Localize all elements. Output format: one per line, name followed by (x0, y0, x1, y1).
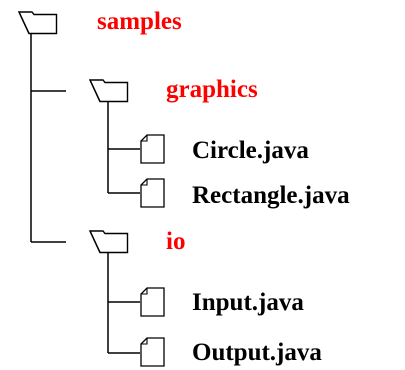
folder-label-io: io (166, 228, 186, 255)
file-label-rectangle: Rectangle.java (192, 182, 350, 209)
file-label-circle: Circle.java (192, 137, 309, 164)
folder-icon (18, 11, 58, 35)
folder-icon (89, 79, 129, 103)
file-label-output: Output.java (192, 339, 322, 366)
folder-icon (89, 230, 129, 254)
file-icon (140, 178, 165, 208)
file-icon (140, 337, 165, 367)
folder-label-samples: samples (97, 8, 182, 35)
file-icon (140, 134, 165, 164)
file-icon (140, 287, 165, 317)
folder-label-graphics: graphics (166, 76, 258, 103)
file-label-input: Input.java (192, 289, 304, 316)
